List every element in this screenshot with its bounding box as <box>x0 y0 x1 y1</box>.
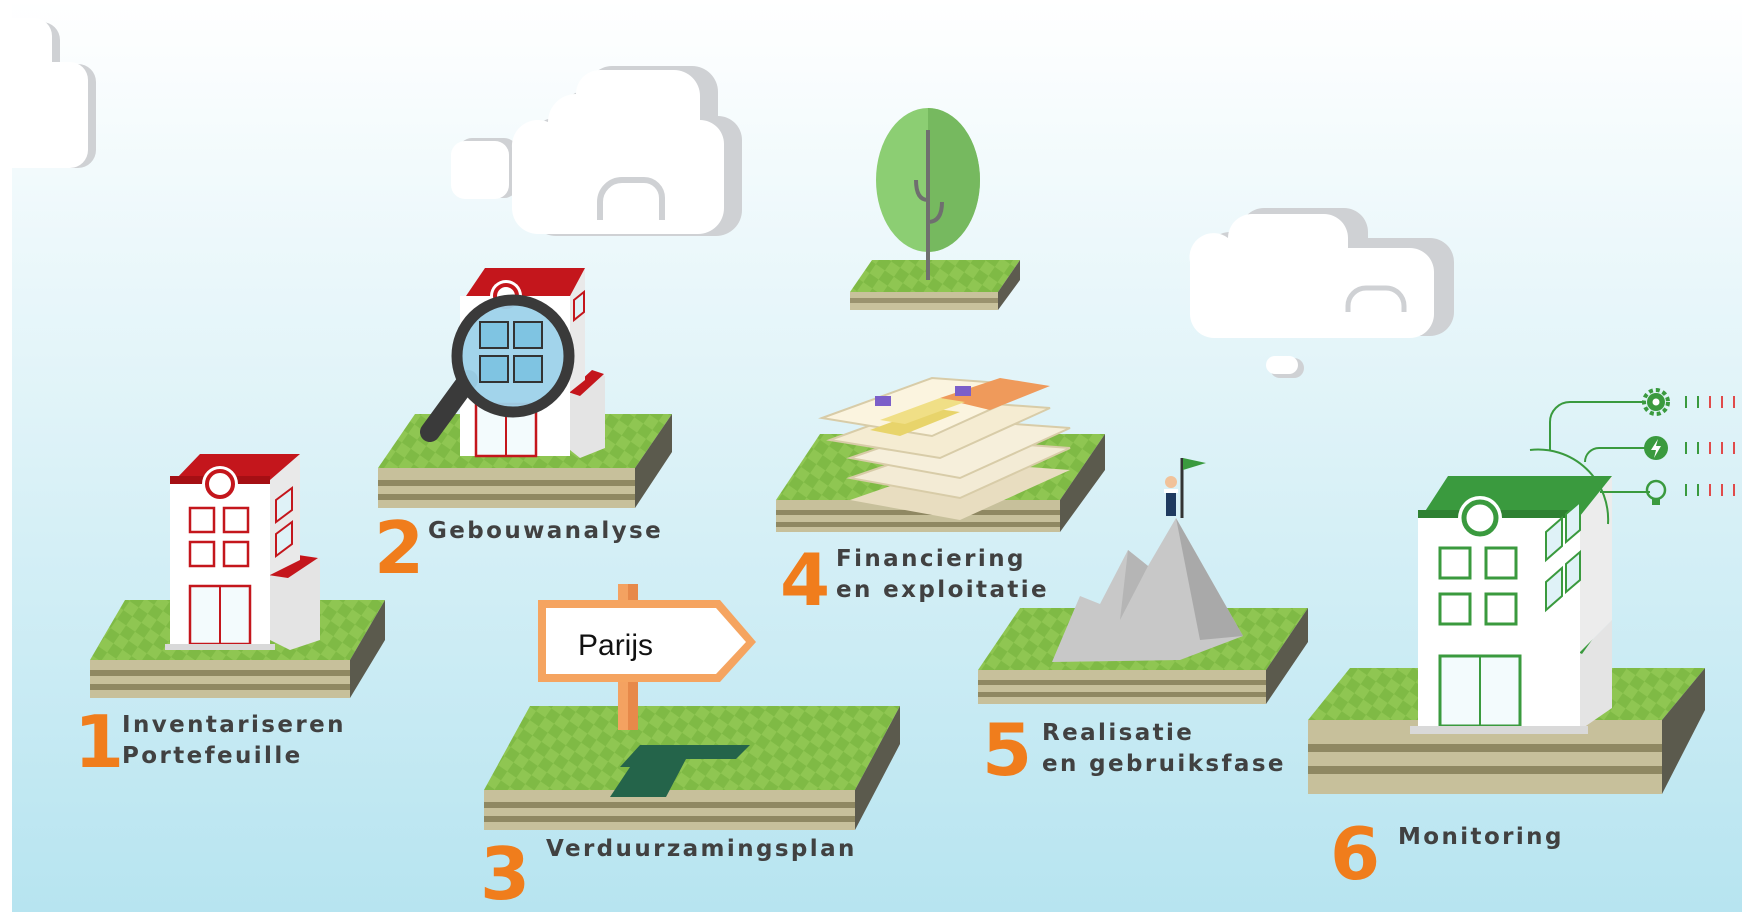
lightbulb-icon <box>1645 479 1667 505</box>
step-number: 6 <box>1330 812 1381 896</box>
sign-text: Parijs <box>578 629 653 662</box>
monitoring-signal <box>1529 388 1735 525</box>
step-number: 3 <box>480 832 531 916</box>
magnifier-building-icon <box>420 268 605 458</box>
step-number: 4 <box>780 538 831 622</box>
tree-icon <box>850 108 1020 310</box>
cloud-icon <box>12 18 96 168</box>
step-number: 1 <box>74 700 125 784</box>
platform-3 <box>484 706 900 830</box>
step-label-line: en exploitatie <box>836 577 1050 603</box>
step-label-line: Monitoring <box>1398 824 1564 850</box>
building-green-icon <box>1410 476 1612 734</box>
step-label: Financiering en exploitatie <box>836 544 1049 606</box>
mountain-flag-icon <box>1052 458 1243 662</box>
cloud-icon <box>451 66 742 236</box>
cloud-icon <box>1189 208 1454 378</box>
step-label-line: Inventariseren <box>122 712 346 738</box>
gear-icon <box>1642 388 1670 416</box>
step-label: Monitoring <box>1398 822 1564 853</box>
signpost-icon: Parijs <box>538 584 756 730</box>
step-label: Gebouwanalyse <box>428 516 663 547</box>
step-label: Verduurzamingsplan <box>546 834 857 865</box>
step-label-line: Financiering <box>836 546 1026 572</box>
step-label-line: Realisatie <box>1042 720 1195 746</box>
money-stack-icon <box>818 376 1071 520</box>
bolt-icon <box>1644 436 1668 460</box>
step-label-line: Portefeuille <box>122 743 303 769</box>
step-label: Realisatie en gebruiksfase <box>1042 718 1286 780</box>
step-label: Inventariseren Portefeuille <box>122 710 346 772</box>
step-number: 2 <box>374 506 425 590</box>
step-label-line: Verduurzamingsplan <box>546 836 857 862</box>
building-red-icon <box>165 454 320 650</box>
step-label-line: Gebouwanalyse <box>428 518 664 544</box>
step-label-line: en gebruiksfase <box>1042 751 1286 777</box>
step-number: 5 <box>982 708 1033 792</box>
